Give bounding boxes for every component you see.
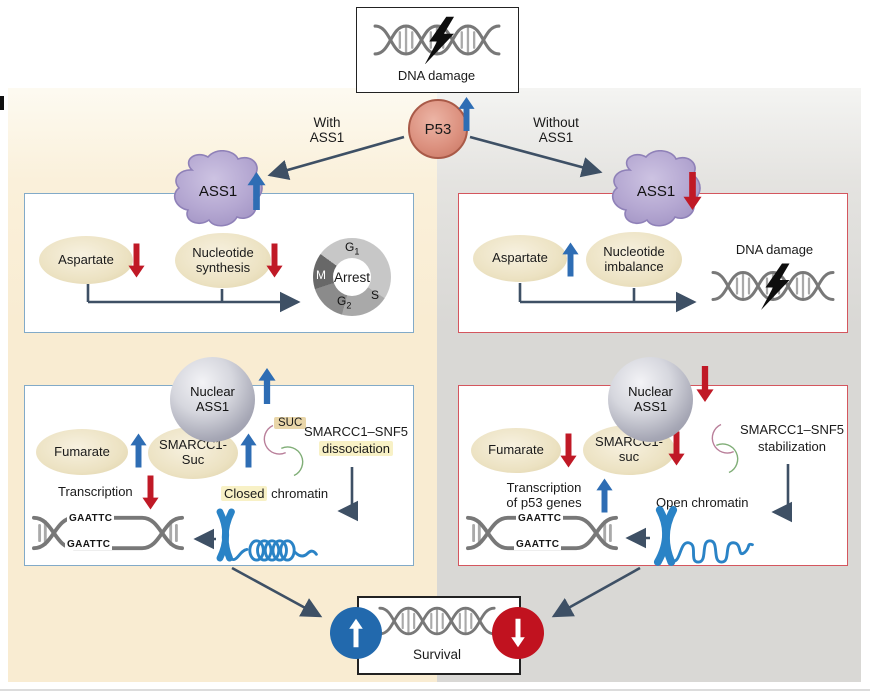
dna-damage-label: DNA damage xyxy=(397,68,476,83)
open-chromatin-label: Open chromatin xyxy=(656,495,749,510)
down-arrow-icon xyxy=(266,242,283,279)
g2-phase-label: G2 xyxy=(337,294,352,311)
snf5-subunit-icon xyxy=(281,446,304,477)
suc-tag: SUC xyxy=(274,417,307,429)
smarcc1-subunit-icon xyxy=(711,423,734,454)
stabilization-text: stabilization xyxy=(758,438,826,454)
aspartate-ellipse-left: Aspartate xyxy=(39,236,133,284)
smarcc1-suc-label-left: SMARCC1- Suc xyxy=(159,437,227,467)
up-arrow-icon xyxy=(247,170,266,212)
fumarate-label-left: Fumarate xyxy=(54,443,110,459)
up-arrow-icon xyxy=(562,241,579,278)
fumarate-ellipse-right: Fumarate xyxy=(471,428,561,473)
closed-chromatin-label: Closed chromatin xyxy=(221,486,328,501)
fumarate-label-right: Fumarate xyxy=(488,442,544,458)
aspartate-label-left: Aspartate xyxy=(58,251,114,267)
up-arrow-icon xyxy=(349,618,363,648)
up-arrow-icon xyxy=(130,432,147,469)
survival-label: Survival xyxy=(412,647,461,662)
chromatin-word: chromatin xyxy=(267,486,329,501)
aspartate-label-right: Aspartate xyxy=(492,250,548,266)
p53-label: P53 xyxy=(424,120,452,138)
down-arrow-icon xyxy=(560,432,577,469)
nuclear-ass1-sphere-left: Nuclear ASS1 xyxy=(170,357,255,442)
complex-stabilization-label: SMARCC1–SNF5 stabilization xyxy=(733,422,851,456)
dna-helix-damaged-icon xyxy=(373,16,501,64)
ass1-label-right: ASS1 xyxy=(637,183,675,200)
nucleotide-imbalance-ellipse: Nucleotide imbalance xyxy=(586,232,682,287)
down-arrow-icon xyxy=(696,364,714,404)
gaattc-top-right: GAATTC xyxy=(516,513,564,524)
g1-phase-label: G1 xyxy=(345,240,360,257)
dna-helix-icon xyxy=(378,606,496,636)
branch-label-without-ass1: Without ASS1 xyxy=(533,115,579,145)
ass1-enzyme-blob-left: ASS1 xyxy=(173,150,263,227)
ass1-label-left: ASS1 xyxy=(199,183,237,200)
branch-label-with-ass1: With ASS1 xyxy=(309,115,345,145)
dna-damage-label-right: DNA damage xyxy=(735,242,814,257)
complex-dissociation-label: SMARCC1–SNF5 dissociation xyxy=(296,424,416,458)
edge-mark xyxy=(0,96,4,110)
nucleotide-imbalance-label: Nucleotide imbalance xyxy=(603,243,665,274)
down-arrow-icon xyxy=(668,430,685,467)
smarcc1-snf5-text: SMARCC1–SNF5 xyxy=(739,422,845,437)
closed-word: Closed xyxy=(221,486,268,501)
up-arrow-icon xyxy=(458,95,475,133)
survival-up-circle xyxy=(330,607,382,659)
lightning-bolt-icon xyxy=(425,16,455,64)
transcription-p53-label: Transcription of p53 genes xyxy=(506,480,582,510)
smarcc1-subunit-icon xyxy=(263,424,286,455)
closed-chromatin-icon xyxy=(216,508,318,562)
smarcc1-snf5-text: SMARCC1–SNF5 xyxy=(303,424,409,439)
dissociation-text: dissociation xyxy=(319,440,393,456)
cell-cycle-wheel-hole xyxy=(333,258,371,296)
lightning-bolt-icon xyxy=(761,263,790,310)
survival-down-circle xyxy=(492,607,544,659)
open-chromatin-icon xyxy=(653,506,754,566)
snf5-subunit-icon xyxy=(716,443,739,474)
gaattc-bottom-right: GAATTC xyxy=(514,539,562,550)
arrest-label: Arrest xyxy=(333,269,370,285)
nuclear-ass1-label-left: Nuclear ASS1 xyxy=(190,383,235,414)
ass1-enzyme-blob-right: ASS1 xyxy=(611,150,701,227)
nuclear-ass1-label-right: Nuclear ASS1 xyxy=(628,383,673,414)
p53-node: P53 xyxy=(408,99,468,159)
up-arrow-icon xyxy=(596,476,613,515)
nucleotide-synthesis-label: Nucleotide synthesis xyxy=(192,244,254,275)
nucleotide-synthesis-ellipse: Nucleotide synthesis xyxy=(175,233,271,288)
aspartate-ellipse-right: Aspartate xyxy=(473,235,567,282)
nuclear-ass1-sphere-right: Nuclear ASS1 xyxy=(608,357,693,442)
down-arrow-icon xyxy=(683,170,702,212)
down-arrow-icon xyxy=(142,474,159,511)
transcription-label-left: Transcription xyxy=(58,484,133,499)
gaattc-bottom-left: GAATTC xyxy=(65,539,113,550)
m-phase-label: M xyxy=(316,268,326,282)
s-phase-label: S xyxy=(371,288,380,302)
down-arrow-icon xyxy=(511,618,525,648)
bottom-rule xyxy=(0,689,870,691)
down-arrow-icon xyxy=(128,242,145,279)
fumarate-ellipse-left: Fumarate xyxy=(36,429,128,475)
gaattc-top-left: GAATTC xyxy=(67,513,115,524)
dna-helix-damaged-icon xyxy=(711,263,835,310)
up-arrow-icon xyxy=(258,366,276,406)
up-arrow-icon xyxy=(240,432,257,469)
